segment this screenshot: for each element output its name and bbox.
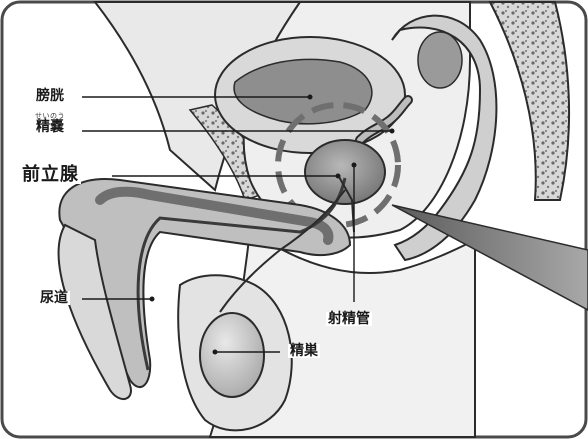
label-seminal-vesicle-text: 精嚢: [34, 120, 66, 134]
label-prostate: 前立腺: [20, 166, 81, 184]
prostate-shape: [305, 140, 385, 204]
label-testis: 精巣: [288, 344, 320, 358]
rectum-inner: [418, 32, 462, 88]
label-seminal-vesicle: せいのう 精嚢: [34, 113, 66, 134]
label-bladder: 膀胱: [34, 89, 66, 103]
label-urethra: 尿道: [38, 291, 70, 305]
testis-shape: [200, 313, 264, 397]
label-ejaculatory-duct: 射精管: [326, 312, 372, 326]
